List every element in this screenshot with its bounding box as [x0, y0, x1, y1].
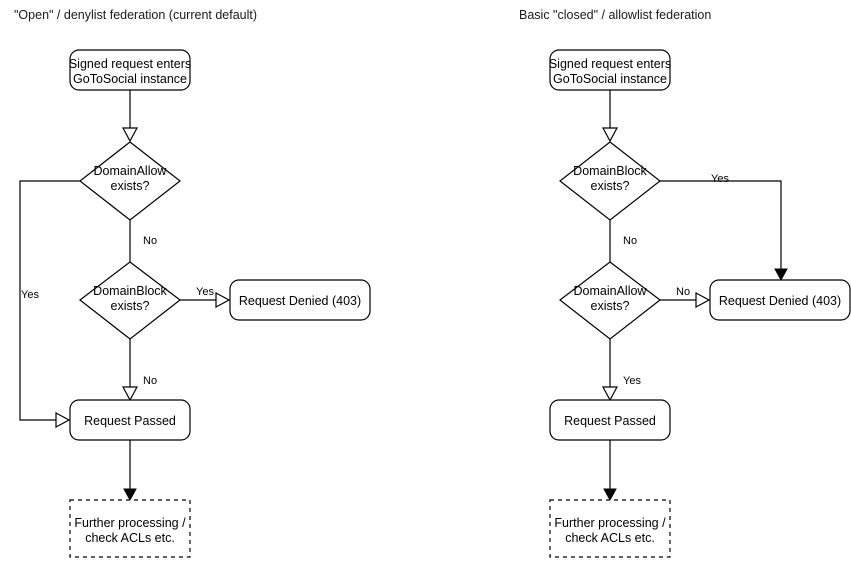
node-label-line1: Further processing / [554, 516, 666, 530]
edge-label-yes: Yes [711, 173, 729, 185]
node-label-line2: exists? [111, 179, 150, 193]
node-label-line1: DomainBlock [93, 284, 167, 298]
node-domainblock-decision-right: DomainBlock exists? [559, 141, 661, 221]
node-label-line2: exists? [111, 299, 150, 313]
node-label: Request Passed [84, 414, 176, 428]
edge-domainallow-yes-right: Yes [601, 339, 641, 402]
arrowhead-open [215, 291, 231, 309]
node-label: Request Denied (403) [239, 294, 361, 308]
node-signed-request-left: Signed request enters GoToSocial instanc… [69, 49, 191, 91]
node-label: Request Denied (403) [719, 294, 841, 308]
arrowhead-open [121, 127, 139, 143]
node-domainblock-decision-left: DomainBlock exists? [79, 261, 181, 340]
edge-domainallow-no-right: No [660, 286, 711, 309]
arrowhead-filled [603, 488, 617, 502]
node-request-passed-left: Request Passed [69, 399, 191, 441]
node-label-line1: Signed request enters [549, 57, 671, 71]
node-label-line1: Signed request enters [69, 57, 191, 71]
node-label-line2: GoToSocial instance [73, 72, 187, 86]
node-label-line2: GoToSocial instance [553, 72, 667, 86]
node-request-passed-right: Request Passed [549, 399, 671, 441]
edge-label-no: No [143, 235, 157, 247]
node-further-processing-right: Further processing / check ACLs etc. [549, 499, 671, 558]
edge-start-to-domainblock-right [601, 90, 619, 143]
arrowhead-filled [123, 488, 137, 502]
node-label-line2: exists? [591, 179, 630, 193]
edge-label-no: No [623, 235, 637, 247]
node-label-line1: Further processing / [74, 516, 186, 530]
node-request-denied-right: Request Denied (403) [709, 279, 851, 321]
edge-passed-to-further-left [123, 440, 137, 502]
edge-domainblock-yes-right: Yes [660, 173, 788, 282]
edge-domainallow-yes-left: Yes [19, 180, 80, 429]
arrowhead-filled [774, 268, 788, 282]
node-domainallow-decision-left: DomainAllow exists? [79, 141, 181, 221]
edge-label-no: No [676, 286, 690, 298]
arrowhead-open [121, 386, 139, 402]
node-label-line2: check ACLs etc. [565, 531, 655, 545]
node-request-denied-left: Request Denied (403) [229, 279, 371, 321]
edge-label-yes: Yes [623, 375, 641, 387]
node-further-processing-left: Further processing / check ACLs etc. [69, 499, 191, 558]
node-shape [549, 499, 671, 558]
arrowhead-open [695, 291, 711, 309]
edge-passed-to-further-right [603, 440, 617, 502]
edge-domainblock-yes-left: Yes [180, 286, 231, 309]
diagram-closed-allowlist: Basic "closed" / allowlist federation Si… [519, 8, 851, 558]
diagram-open-denylist: "Open" / denylist federation (current de… [14, 8, 371, 558]
edge-domainblock-no-left: No [121, 339, 157, 402]
node-shape [69, 499, 191, 558]
edge-line [660, 180, 782, 274]
diagram-heading-left: "Open" / denylist federation (current de… [14, 8, 257, 22]
node-shape [229, 279, 371, 321]
node-label-line2: check ACLs etc. [85, 531, 175, 545]
diagram-heading-right: Basic "closed" / allowlist federation [519, 8, 711, 22]
node-label-line2: exists? [591, 299, 630, 313]
node-domainallow-decision-right: DomainAllow exists? [559, 261, 661, 340]
node-shape [709, 279, 851, 321]
edge-start-to-domainallow-left [121, 90, 139, 143]
arrowhead-open [601, 386, 619, 402]
node-label: Request Passed [564, 414, 656, 428]
edge-label-no: No [143, 375, 157, 387]
node-label-line1: DomainAllow [94, 164, 168, 178]
node-label-line1: DomainAllow [574, 284, 648, 298]
arrowhead-open [55, 411, 71, 429]
arrowhead-open [601, 127, 619, 143]
node-signed-request-right: Signed request enters GoToSocial instanc… [549, 49, 671, 91]
node-label-line1: DomainBlock [573, 164, 647, 178]
edge-label-yes: Yes [21, 289, 39, 301]
edge-label-yes: Yes [196, 286, 214, 298]
edge-line [19, 180, 80, 421]
